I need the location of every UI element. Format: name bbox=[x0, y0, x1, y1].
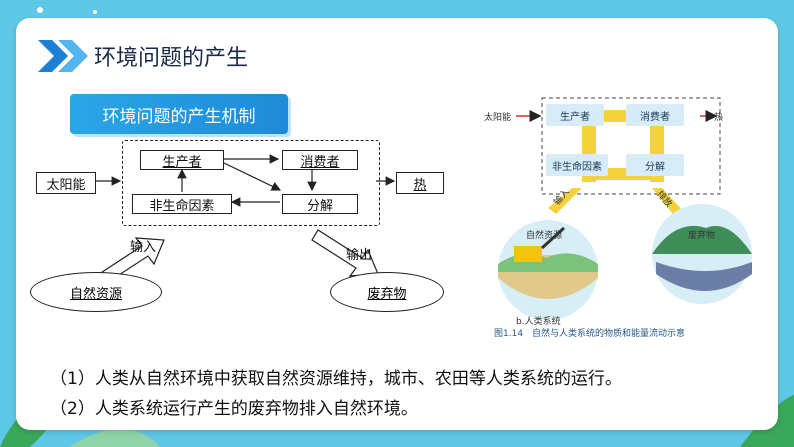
input-label: 输入 bbox=[130, 240, 157, 255]
decomposer-box: 分解 bbox=[282, 194, 358, 214]
fig-natural-resources: 自然资源 bbox=[526, 231, 563, 241]
sun-box: 太阳能 bbox=[36, 172, 96, 194]
system-boundary bbox=[122, 140, 380, 226]
abiotic-box: 非生命因素 bbox=[132, 194, 232, 214]
fig-consumer: 消费者 bbox=[626, 104, 684, 126]
fig-abiotic: 非生命因素 bbox=[546, 154, 608, 176]
heat-box: 热 bbox=[396, 172, 444, 194]
fig-caption: 图1.14 自然与人类系统的物质和能量流动示意 bbox=[494, 329, 686, 339]
waste-ellipse: 废弃物 bbox=[330, 272, 444, 312]
section-subtitle: 环境问题的产生机制 bbox=[70, 94, 288, 134]
fig-sub-caption: b.人类系统 bbox=[516, 317, 561, 327]
producer-box: 生产者 bbox=[140, 150, 224, 170]
output-label: 输出 bbox=[346, 248, 373, 263]
fig-decomposer: 分解 bbox=[626, 154, 684, 176]
double-chevron-icon bbox=[38, 40, 88, 72]
slide-card: 环境问题的产生 环境问题的产生机制 太阳能 生产者 消费者 非生命因素 分解 热… bbox=[16, 18, 778, 430]
page-title: 环境问题的产生 bbox=[94, 46, 249, 71]
fig-heat-label: 热 bbox=[714, 113, 724, 123]
fig-sun-label: 太阳能 bbox=[484, 113, 512, 123]
body-line-2: （2）人类系统运行产生的废弃物排入自然环境。 bbox=[50, 399, 418, 419]
natural-resources-ellipse: 自然资源 bbox=[30, 272, 162, 312]
fig-producer: 生产者 bbox=[546, 104, 604, 126]
title-bar: 环境问题的产生 bbox=[38, 36, 248, 76]
consumer-box: 消费者 bbox=[282, 150, 358, 170]
body-line-1: （1）人类从自然环境中获取自然资源维持，城市、农田等人类系统的运行。 bbox=[50, 369, 622, 389]
fig-waste: 废弃物 bbox=[688, 231, 716, 241]
